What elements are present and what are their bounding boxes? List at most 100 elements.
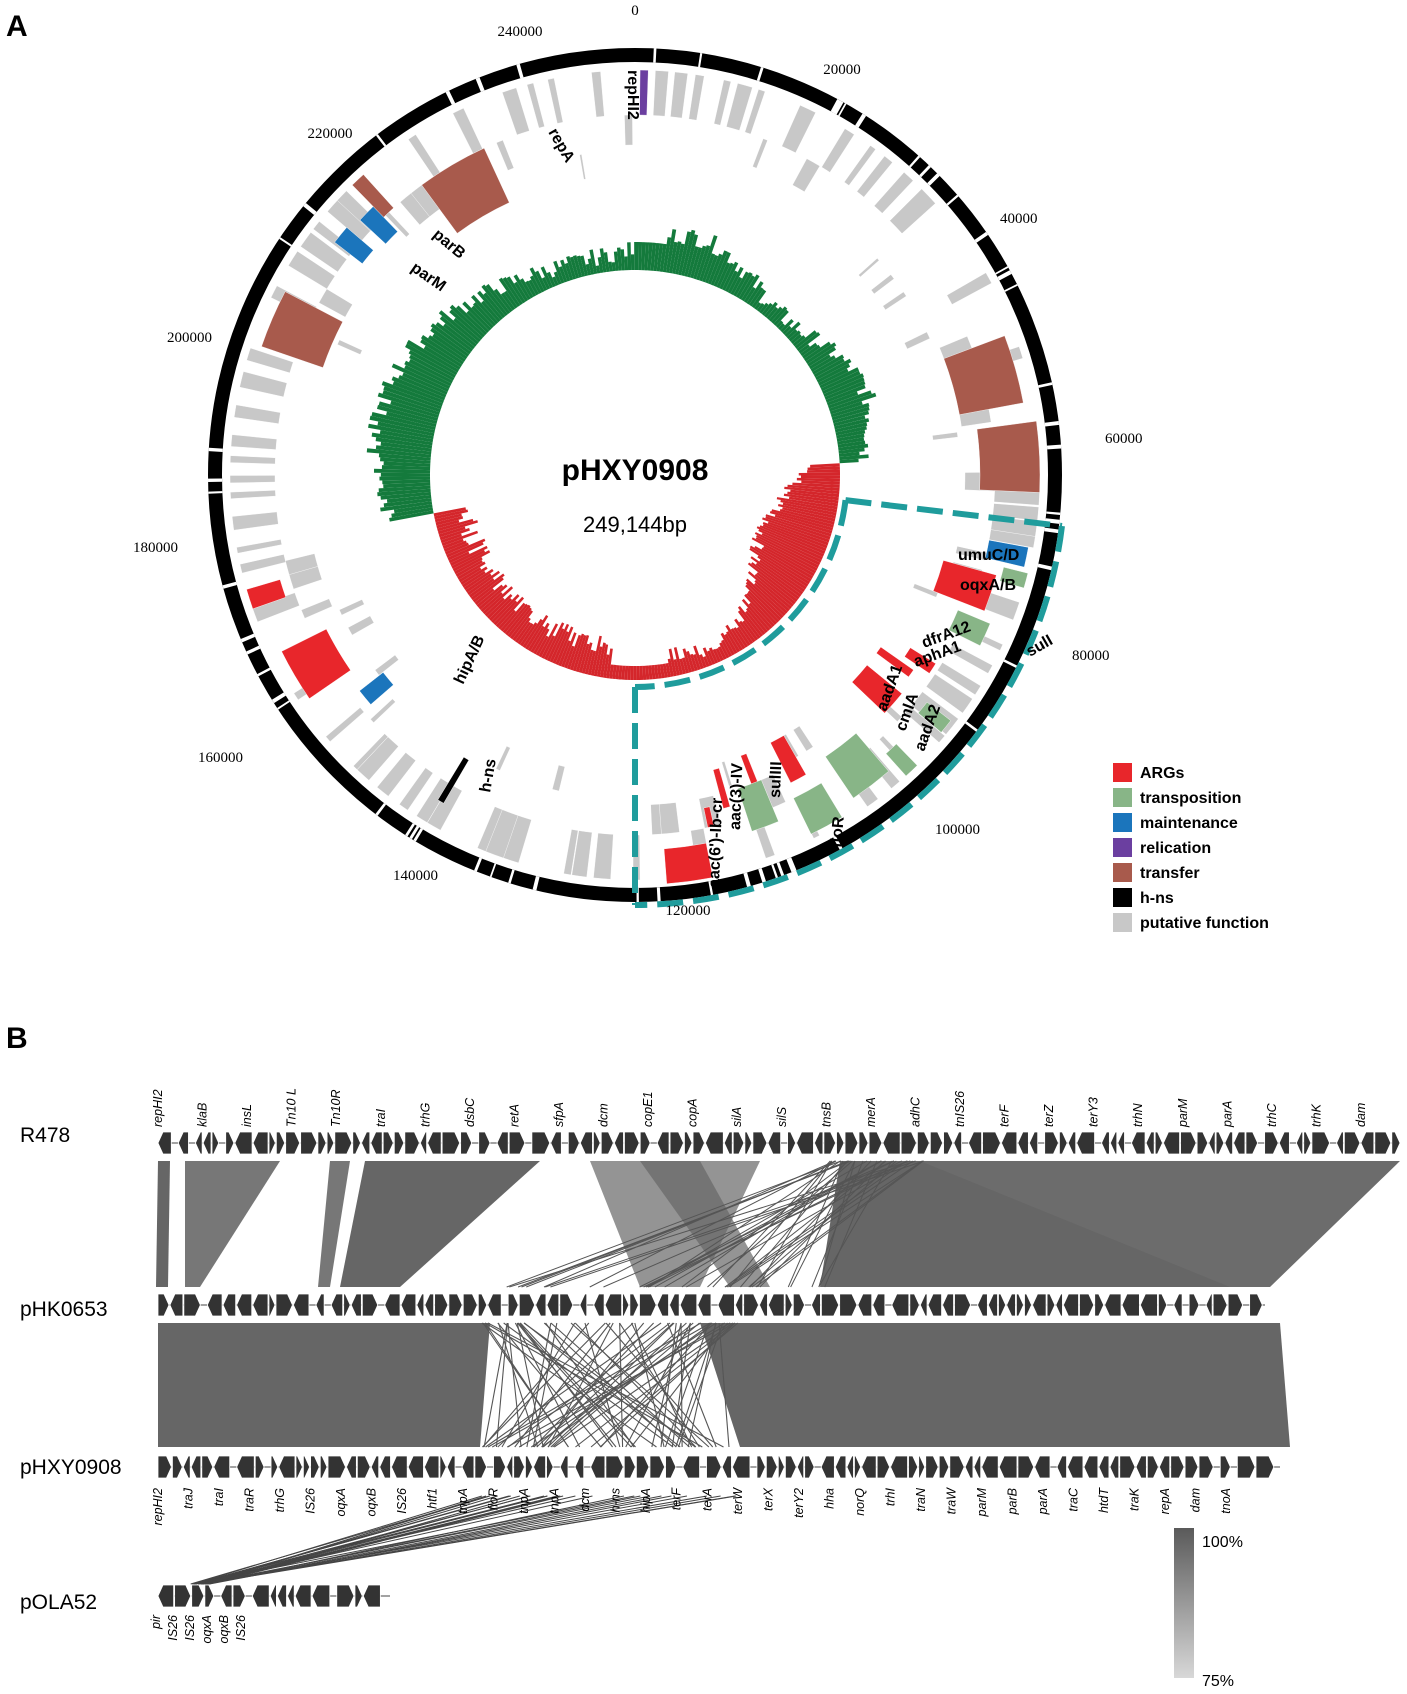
- gc-skew-bar: [553, 260, 565, 284]
- gene-arrow: [462, 1293, 478, 1317]
- gene-arrow: [177, 1131, 189, 1155]
- gene-arrow: [1311, 1131, 1331, 1155]
- backbone-gap: [758, 868, 766, 883]
- gene-feature: [376, 752, 417, 797]
- gene-arrow: [319, 1455, 328, 1479]
- legend: ARGstranspositionmaintenancerelicationtr…: [1113, 763, 1269, 932]
- backbone-gap: [208, 447, 223, 452]
- homology-link: [483, 1322, 508, 1448]
- gc-skew-bar: [762, 524, 827, 552]
- gc-skew-bar: [762, 517, 830, 543]
- gc-skew-bar: [580, 255, 589, 277]
- gc-skew-bar: [596, 642, 606, 677]
- gene-arrow: [531, 1131, 551, 1155]
- plasmid-title: pHXY0908: [562, 454, 709, 487]
- gene-arrow: [1067, 1455, 1084, 1479]
- gc-skew-bar: [644, 242, 650, 271]
- gc-skew-bar: [624, 256, 629, 271]
- gene-feature: [325, 707, 365, 742]
- gene-arrow: [1278, 1131, 1290, 1155]
- gc-skew-bar: [743, 286, 756, 303]
- gc-skew-bar: [606, 648, 613, 679]
- gc-skew-bar: [382, 389, 441, 413]
- homology-link: [526, 1160, 849, 1288]
- gene-arrow: [622, 1293, 630, 1317]
- gc-skew-bar: [831, 406, 870, 421]
- gene-name-label: repA: [1158, 1488, 1172, 1514]
- gene-arrow: [1205, 1293, 1213, 1317]
- gene-arrow: [1188, 1293, 1200, 1317]
- gene-name-label: trhC: [1265, 1102, 1279, 1127]
- gc-skew-bar: [379, 476, 431, 481]
- gene-arrow: [334, 1131, 353, 1155]
- gene-feature: [988, 529, 1036, 549]
- gene-arrow: [478, 1131, 491, 1155]
- gene-feature: [713, 79, 732, 126]
- gc-skew-bar: [776, 497, 838, 510]
- gene-arrow: [448, 1293, 463, 1317]
- gene-name-label: Tn10R: [329, 1089, 343, 1127]
- gene-arrow: [977, 1293, 988, 1317]
- gene-arrow: [919, 1293, 928, 1317]
- gc-skew-bar: [679, 658, 687, 675]
- gc-skew-bar: [741, 274, 760, 302]
- homology-region: [920, 1161, 1400, 1287]
- gene-arrow: [222, 1293, 237, 1317]
- gc-skew-bar: [744, 593, 775, 627]
- gene-arrow: [533, 1455, 546, 1479]
- gc-skew-bar: [647, 242, 653, 271]
- gc-skew-bar: [471, 305, 494, 329]
- gene-arrow: [811, 1293, 821, 1317]
- gene-arrow: [706, 1455, 722, 1479]
- gc-skew-bar: [575, 635, 590, 673]
- gene-label: oqxA/B: [960, 577, 1016, 594]
- gc-skew-bar: [816, 363, 851, 383]
- gene-arrow: [593, 1131, 601, 1155]
- gene-name-label: IS26: [183, 1615, 197, 1641]
- homology-link: [198, 1495, 707, 1585]
- gene-name-label: terY3: [1087, 1097, 1101, 1127]
- gene-feature: [726, 82, 753, 131]
- gc-skew-bar: [641, 242, 646, 271]
- gene-feature: [281, 628, 351, 699]
- gc-skew-bar: [377, 392, 440, 416]
- gene-arrow: [384, 1293, 401, 1317]
- gene-arrow: [605, 1455, 624, 1479]
- gene-arrow: [295, 1455, 303, 1479]
- homology-link: [541, 1322, 713, 1448]
- backbone-gap: [830, 98, 841, 114]
- gc-skew-bar: [834, 422, 868, 433]
- gc-skew-bar: [497, 609, 516, 630]
- gc-skew-bar: [755, 562, 802, 598]
- gc-skew-bar: [489, 597, 513, 622]
- gene-arrow: [315, 1293, 325, 1317]
- gc-skew-bar: [712, 648, 722, 663]
- gene-name-label: trhG: [273, 1488, 287, 1513]
- gc-skew-bar: [379, 429, 434, 443]
- backbone-gap: [786, 857, 796, 873]
- position-tick-label: 140000: [393, 868, 438, 884]
- gene-name-label: oqxB: [365, 1488, 379, 1517]
- gene-arrow: [427, 1131, 442, 1155]
- gc-skew-bar: [380, 441, 432, 452]
- gene-arrow: [275, 1293, 293, 1317]
- gc-skew-bar: [451, 549, 486, 569]
- gc-skew-bar: [576, 255, 586, 277]
- gene-arrow: [446, 1455, 456, 1479]
- position-tick-label: 220000: [308, 126, 353, 142]
- gene-arrow: [1158, 1455, 1171, 1479]
- gene-name-label: retA: [507, 1104, 521, 1127]
- gene-arrow: [1196, 1131, 1209, 1155]
- gene-name-label: tnpA: [517, 1488, 531, 1514]
- gene-label: parM: [408, 259, 449, 295]
- gene-arrow: [938, 1455, 950, 1479]
- gc-skew-bar: [491, 594, 520, 624]
- gc-skew-bar: [745, 610, 766, 636]
- gene-arrow: [981, 1455, 999, 1479]
- gc-skew-bar: [701, 253, 716, 283]
- gene-feature: [563, 829, 579, 876]
- gene-feature: [825, 733, 889, 799]
- gene-arrow: [1208, 1131, 1216, 1155]
- gc-skew-bar: [829, 401, 863, 415]
- gc-skew-bar: [541, 277, 551, 290]
